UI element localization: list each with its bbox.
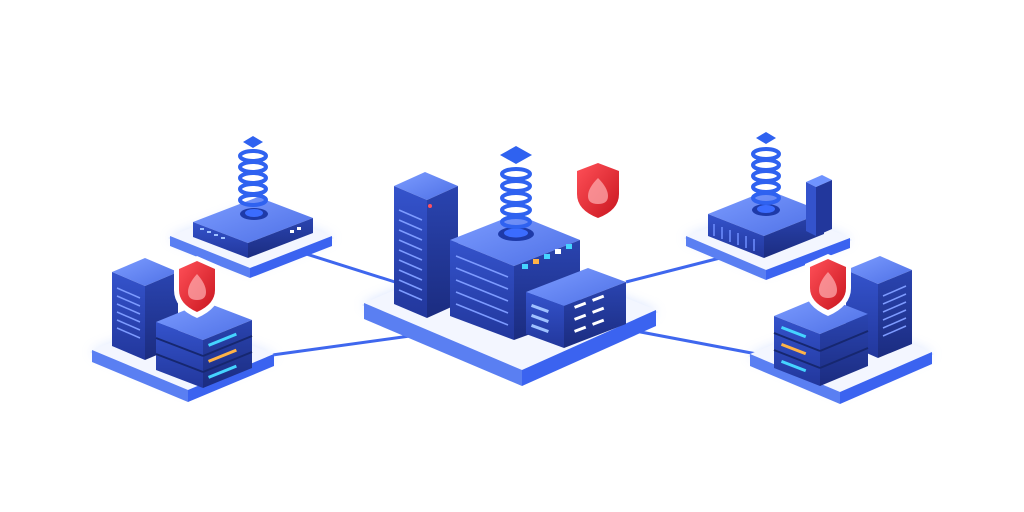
antenna-panel bbox=[806, 175, 832, 236]
rack-server bbox=[773, 296, 869, 386]
antenna-coil-icon bbox=[751, 132, 781, 205]
node-bottom-right bbox=[748, 254, 934, 404]
status-leds bbox=[522, 244, 572, 269]
front-storage-unit bbox=[526, 268, 626, 348]
node-top-left bbox=[168, 136, 334, 278]
node-hub bbox=[362, 146, 658, 386]
shield-icon bbox=[572, 158, 624, 224]
connector-hub-top-left bbox=[299, 250, 396, 284]
connector-hub-bottom-right bbox=[629, 328, 763, 357]
antenna-coil-icon bbox=[238, 136, 268, 207]
antenna-coil-icon bbox=[500, 146, 532, 229]
node-top-right bbox=[684, 132, 852, 280]
shield-icon bbox=[805, 254, 851, 316]
connector-hub-bottom-left bbox=[264, 334, 411, 358]
connections bbox=[264, 250, 763, 358]
connector-hub-top-right bbox=[625, 256, 721, 284]
port-leds bbox=[200, 227, 301, 239]
rack-server bbox=[155, 302, 253, 388]
switch-device bbox=[193, 197, 313, 258]
tall-tower-server bbox=[394, 172, 458, 318]
shield-icon bbox=[174, 256, 220, 318]
node-bottom-left bbox=[90, 256, 276, 402]
